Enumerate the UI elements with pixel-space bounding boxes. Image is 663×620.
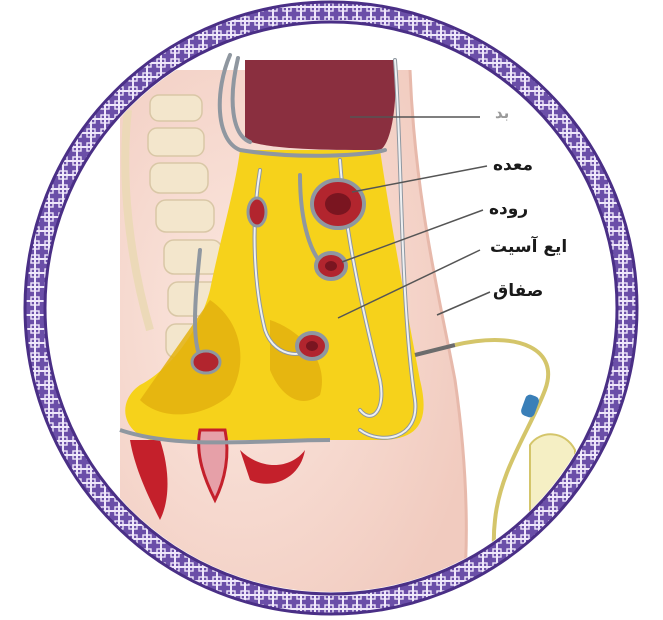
- label-stomach: معده: [493, 157, 533, 174]
- stomach: [312, 180, 364, 228]
- intestine-loop: [316, 253, 346, 279]
- intestine-loop: [192, 351, 220, 373]
- liver: [245, 60, 396, 150]
- label-intestine: روده: [489, 201, 528, 218]
- label-ascites-fluid: ایع آسیت: [490, 239, 567, 256]
- label-peritoneum: صفاق: [493, 283, 543, 300]
- label-liver: بد: [495, 106, 509, 121]
- intestine-loop: [297, 333, 327, 359]
- intestine-loop: [248, 198, 266, 226]
